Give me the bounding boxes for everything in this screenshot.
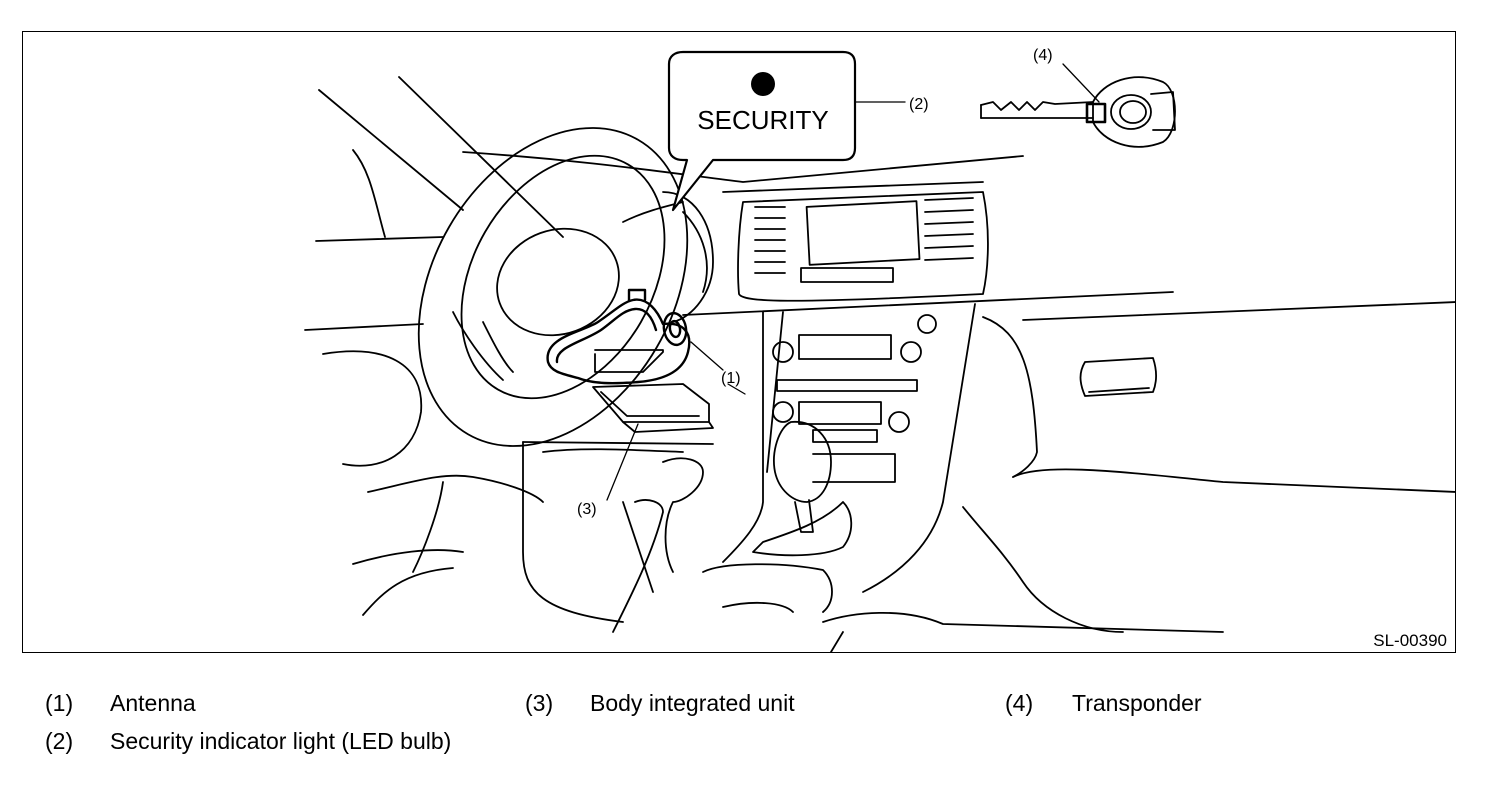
seats — [702, 301, 1455, 652]
legend-label-transponder: Transponder — [1072, 690, 1202, 716]
callout-label-2: (2) — [909, 96, 929, 113]
callout-label-1: (1) — [721, 370, 741, 387]
shift-lever — [752, 421, 853, 557]
key-with-transponder — [980, 76, 1176, 148]
callout-label-3: (3) — [577, 501, 597, 518]
dashboard-outline — [304, 76, 1174, 623]
antenna-ring — [546, 288, 691, 385]
diagram-frame: SECURITY (2) (4) (1) (3) SL-00390 — [22, 31, 1456, 653]
security-callout-text: SECURITY — [697, 105, 828, 135]
security-led-icon — [751, 72, 775, 96]
hand — [612, 457, 704, 633]
figure-id-label: SL-00390 — [1373, 631, 1447, 650]
legend-label-antenna: Antenna — [110, 690, 196, 716]
leader-lines — [606, 63, 1100, 501]
body-integrated-unit — [592, 349, 714, 433]
legend-num-2: (2) — [45, 728, 74, 754]
callout-label-4: (4) — [1033, 47, 1053, 64]
legend-label-security-light: Security indicator light (LED bulb) — [110, 728, 452, 754]
legend-num-3: (3) — [525, 690, 554, 716]
legend-label-body-unit: Body integrated unit — [590, 690, 795, 716]
security-callout-bubble — [667, 50, 857, 212]
legend-num-4: (4) — [1005, 690, 1034, 716]
car-interior-illustration: SECURITY (2) (4) (1) (3) SL-00390 — [304, 47, 1455, 652]
legend-num-1: (1) — [45, 690, 74, 716]
center-console — [722, 191, 989, 593]
